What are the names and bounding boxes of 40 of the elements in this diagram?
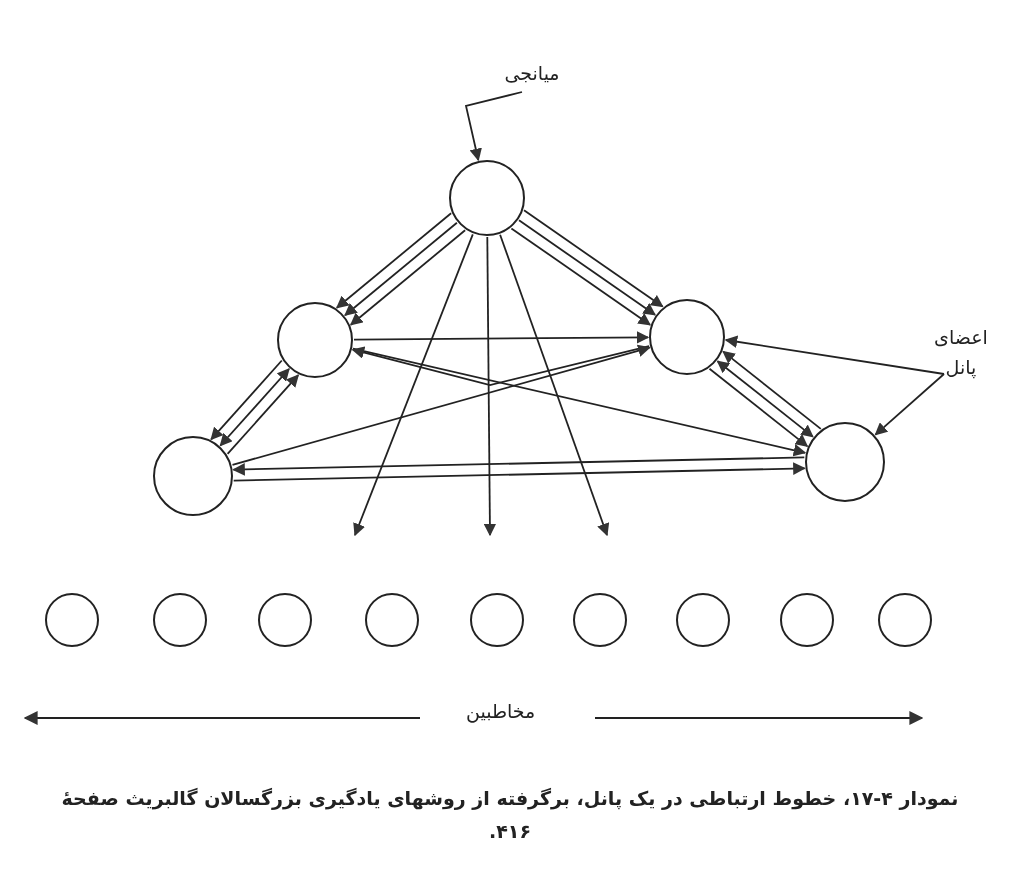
- person-circle: [780, 593, 834, 647]
- arrow: [226, 374, 300, 455]
- figure-caption: نمودار ۴-۱۷، خطوط ارتباطی در یک پانل، برگرفته از روشهای یادگیری بزرگسالان گالبریث صفحهٔ ۴۱۶.: [60, 786, 960, 845]
- arrow: [349, 229, 466, 326]
- callout-text: اعضای پانل: [932, 322, 990, 383]
- arrow: [353, 331, 650, 344]
- arrow: [231, 344, 651, 466]
- arrow: [232, 462, 806, 482]
- leader-line: [874, 373, 945, 436]
- arrow: [219, 368, 290, 447]
- callout-text: میانجی: [492, 58, 572, 89]
- arrow: [499, 233, 610, 537]
- person-circle: [258, 593, 312, 647]
- person-circle: [649, 299, 725, 375]
- leader-line: [724, 335, 945, 375]
- person-circle: [449, 160, 525, 236]
- person-circle: [676, 593, 730, 647]
- person-circle: [45, 593, 99, 647]
- leader-line: [464, 91, 523, 162]
- arrow: [335, 212, 452, 309]
- arrow: [510, 227, 652, 326]
- person-circle: [153, 593, 207, 647]
- person-circle: [573, 593, 627, 647]
- person-circle: [365, 593, 419, 647]
- arrow: [232, 456, 806, 476]
- arrow: [344, 221, 458, 317]
- person-circle: [805, 422, 885, 502]
- arrow: [353, 233, 474, 537]
- arrow: [210, 359, 283, 441]
- arrow: [518, 219, 657, 316]
- arrow: [352, 347, 807, 457]
- person-circle: [470, 593, 524, 647]
- person-circle: [878, 593, 932, 647]
- arrow: [523, 209, 664, 308]
- person-circle: [277, 302, 353, 378]
- arrow: [722, 350, 822, 430]
- arrow: [708, 367, 809, 447]
- arrow: [351, 345, 650, 386]
- arrow: [483, 236, 497, 537]
- arrow: [716, 360, 814, 438]
